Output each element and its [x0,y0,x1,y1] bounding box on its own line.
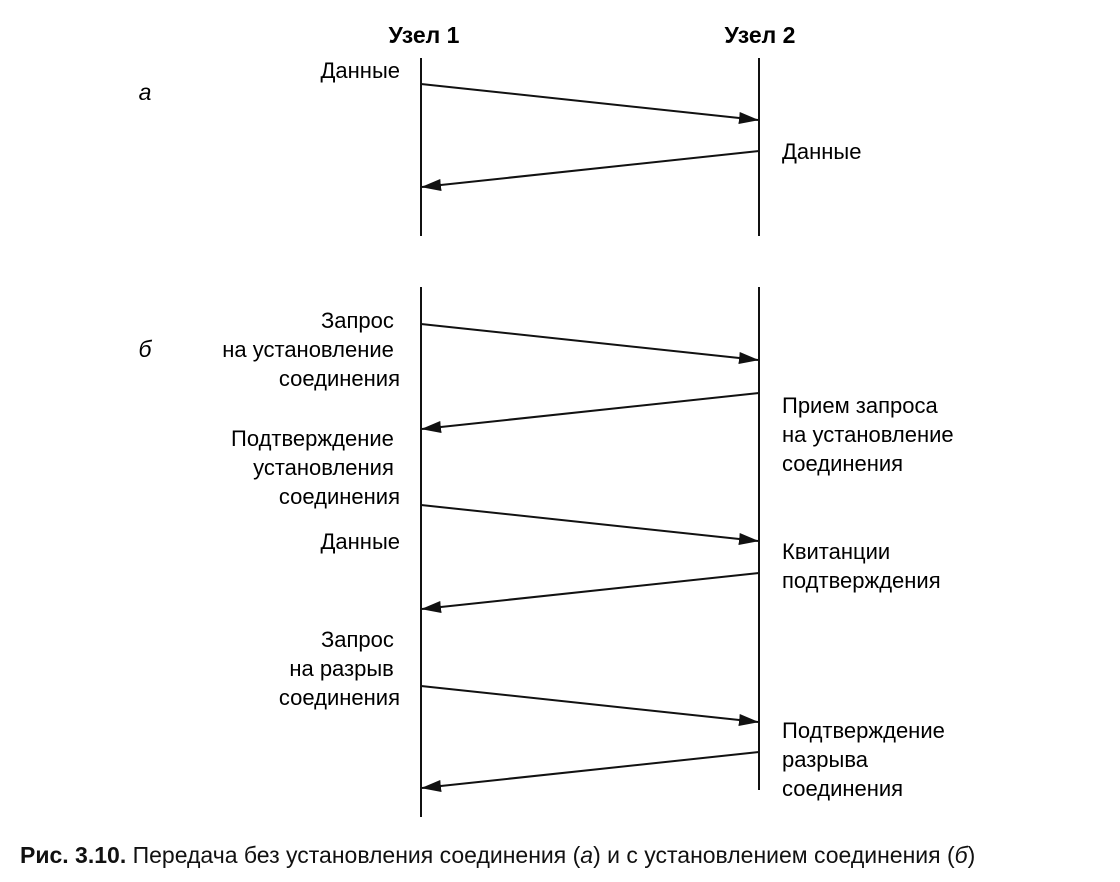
panel-a-message-2-label: Данные [782,139,861,164]
label-line: соединения [782,451,903,476]
caption-ref-a: а [580,842,594,868]
label-line: на установление [782,422,954,447]
label-line: разрыва [782,747,869,772]
label-line: на установление [222,337,394,362]
panel-b-message-7-arrow [421,751,760,792]
panel-b-message-1-arrow [420,323,759,364]
panel-a-message-2-arrow [421,150,760,191]
label-line: соединения [279,366,400,391]
panel-a-message-1-label: Данные [321,58,400,83]
caption-text-2: ) и с установлением соединения ( [593,842,955,868]
label-line: соединения [279,484,400,509]
figure-caption: Рис. 3.10. Передача без установления сое… [20,842,1110,869]
node-2-title: Узел 2 [725,22,796,48]
caption-text-1: Передача без установления соединения ( [126,842,581,868]
panel-b-message-5-label: Квитанции подтверждения [782,539,941,593]
label-line: соединения [279,685,400,710]
label-line: соединения [782,776,903,801]
panel-b-message-5-arrow [421,572,760,613]
panel-b-message-2-arrow [421,392,760,433]
panel-b-message-6-label: Запрос на разрыв соединения [279,627,400,710]
panel-b-message-3-arrow [420,504,759,545]
caption-ref-b: б [954,842,968,868]
label-line: Подтверждение [231,426,394,451]
label-line: Подтверждение [782,718,945,743]
label-line: Запрос [321,308,394,333]
figure-number: Рис. 3.10. [20,842,127,868]
caption-text-3: ) [967,842,976,868]
label-line: Запрос [321,627,394,652]
node-1-title: Узел 1 [389,22,460,48]
label-line: Прием запроса [782,393,939,418]
panel-b-message-4-label: Данные [321,529,400,554]
panel-a-message-1-arrow [420,83,759,124]
panel-b-message-2-label: Прием запроса на установление соединения [782,393,960,476]
panel-b-message-3-label: Подтверждение установления соединения [231,426,400,509]
panel-b-label: б [139,336,153,362]
label-line: установления [253,455,394,480]
panel-b-message-7-label: Подтверждение разрыва соединения [782,718,951,801]
panel-b-message-6-arrow [420,685,759,726]
panel-b-message-1-label: Запрос на установление соединения [222,308,400,391]
label-line: Квитанции [782,539,890,564]
label-line: на разрыв [289,656,394,681]
label-line: подтверждения [782,568,941,593]
panel-a-label: а [139,79,152,105]
label-line: Данные [321,529,400,554]
